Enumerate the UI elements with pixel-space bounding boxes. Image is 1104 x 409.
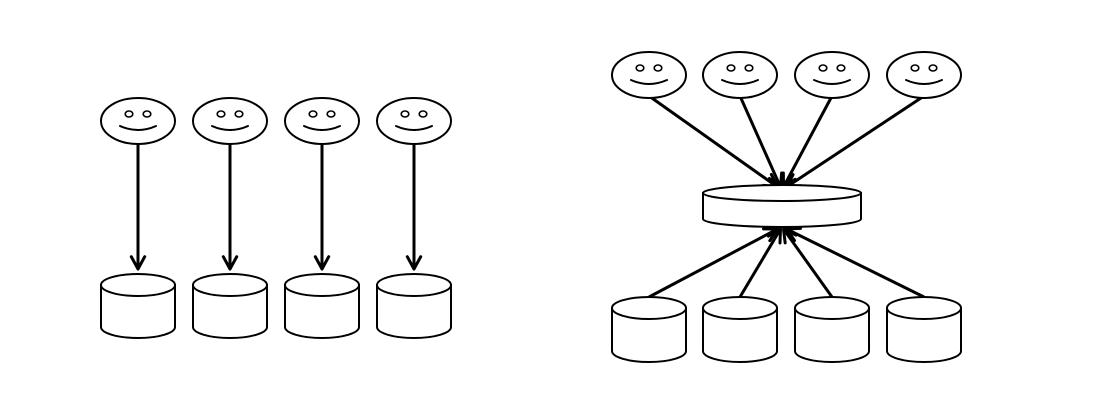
arrow-db-to-hub-4 xyxy=(785,226,925,299)
left-eye xyxy=(216,110,226,118)
user-smiley-icon-1 xyxy=(100,97,176,145)
left-eye xyxy=(726,64,736,72)
direct-access-panel xyxy=(100,97,452,339)
user-smiley-icon-2 xyxy=(192,97,268,145)
database-cylinder-icon-2 xyxy=(192,273,268,339)
left-eye xyxy=(308,110,318,118)
smile xyxy=(119,125,157,131)
arrow-user-to-db-1 xyxy=(129,144,147,271)
right-eye xyxy=(653,64,663,72)
left-eye xyxy=(124,110,134,118)
right-eye xyxy=(234,110,244,118)
hub-source-database-icon-3 xyxy=(794,296,870,363)
smile xyxy=(721,79,759,85)
left-eye xyxy=(818,64,828,72)
smile xyxy=(905,79,943,85)
right-eye xyxy=(418,110,428,118)
federated-access-panel xyxy=(611,51,962,363)
left-eye xyxy=(635,64,645,72)
hub-user-smiley-icon-2 xyxy=(702,51,778,99)
left-eye xyxy=(910,64,920,72)
smile xyxy=(813,79,851,85)
right-eye xyxy=(142,110,152,118)
smile xyxy=(303,125,341,131)
right-eye xyxy=(836,64,846,72)
left-eye xyxy=(400,110,410,118)
database-cylinder-icon-1 xyxy=(100,273,176,339)
right-eye xyxy=(928,64,938,72)
user-smiley-icon-3 xyxy=(284,97,360,145)
hub-database-icon xyxy=(702,184,862,228)
hub-source-database-icon-1 xyxy=(611,296,687,363)
hub-source-database-icon-4 xyxy=(886,296,962,363)
smile xyxy=(211,125,249,131)
hub-user-smiley-icon-1 xyxy=(611,51,687,99)
arrow-db-to-hub-2 xyxy=(738,227,782,298)
database-cylinder-icon-4 xyxy=(376,273,452,339)
hub-source-database-icon-2 xyxy=(702,296,778,363)
hub-user-smiley-icon-3 xyxy=(794,51,870,99)
right-eye xyxy=(744,64,754,72)
hub-user-smiley-icon-4 xyxy=(886,51,962,99)
arrow-user-to-hub-1 xyxy=(648,94,779,189)
user-smiley-icon-4 xyxy=(376,97,452,145)
arrow-user-to-db-3 xyxy=(313,144,331,271)
arrow-db-to-hub-1 xyxy=(648,227,779,299)
smile xyxy=(630,79,668,85)
arrow-user-to-db-4 xyxy=(405,144,423,271)
database-cylinder-icon-3 xyxy=(284,273,360,339)
right-eye xyxy=(326,110,336,118)
arrow-user-to-db-2 xyxy=(221,144,239,271)
smile xyxy=(395,125,433,131)
